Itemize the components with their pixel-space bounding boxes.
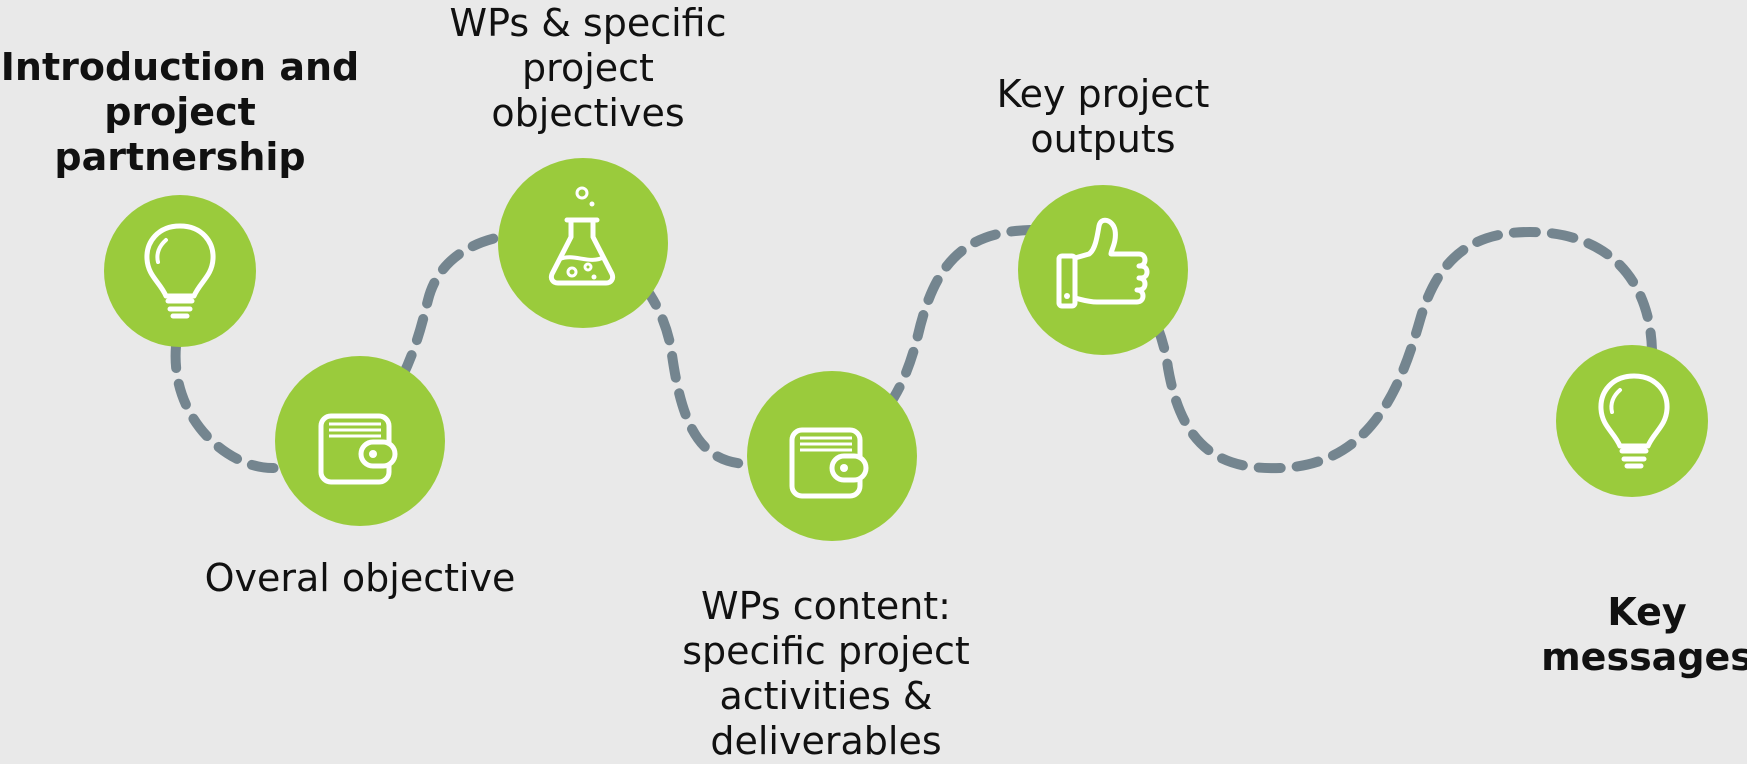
step-6-label-line-2: messages [1541,635,1747,679]
thumbs-up-icon [1056,217,1150,309]
step-1-label-line-2: project [104,90,256,134]
step-2-label-line-1: Overal objective [204,556,516,600]
step-5-circle [1018,185,1188,355]
step-3-label-line-1: WPs & specific [449,1,727,45]
step-2-label: Overal objective [205,556,516,601]
step-4-label-line-4: deliverables [710,719,942,763]
step-3-label-line-2: project [522,46,654,90]
step-5-label-line-1: Key project [996,72,1210,116]
step-3-label: WPs & specific project objectives [450,1,727,136]
step-6-label-line-1: Key [1607,590,1687,634]
step-1-label: Introduction and project partnership [1,45,359,180]
step-4-label-line-3: activities & [719,674,933,718]
step-6-label: Key messages [1541,590,1747,680]
step-4-circle [747,371,917,541]
step-5-label: Key project outputs [997,72,1210,162]
step-1-label-line-1: Introduction and [0,45,360,89]
step-6-circle [1556,345,1708,497]
step-5-label-line-2: outputs [1030,117,1176,161]
step-4-label: WPs content: specific project activities… [682,584,970,764]
step-2-circle [275,356,445,526]
step-4-label-line-2: specific project [682,629,970,673]
step-3-circle [498,158,668,328]
flask-icon [548,186,616,286]
step-1-label-line-3: partnership [54,135,306,179]
dashed-roadmap-path [170,224,1657,474]
step-3-label-line-3: objectives [491,91,685,135]
step-4-label-line-1: WPs content: [700,584,951,628]
step-1-circle [104,195,256,347]
